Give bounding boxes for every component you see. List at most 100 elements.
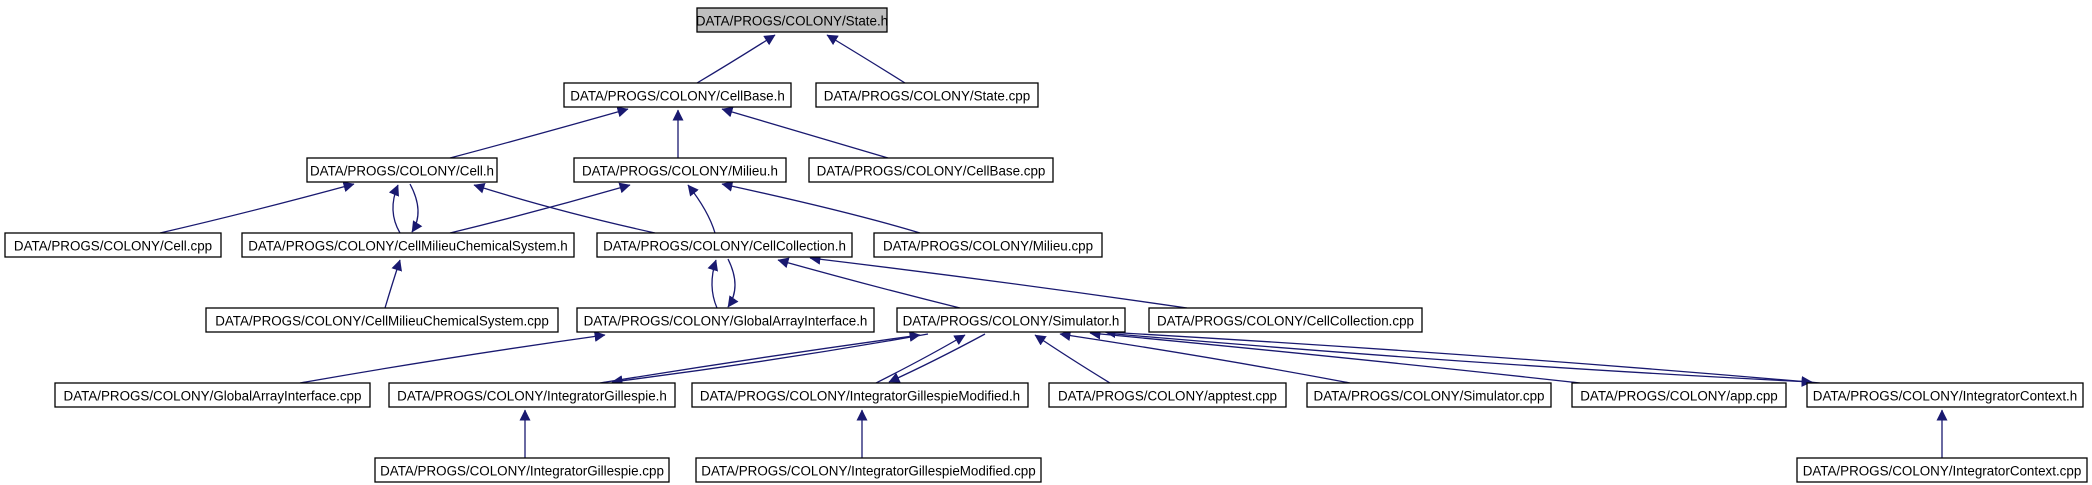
edge-simulator-h-to-ic-h [1114,333,1813,387]
edge-cellcollection-h-to-milieu-h [687,184,716,234]
node-box[interactable] [54,382,371,408]
edge-state-cpp-to-state-h [826,34,906,84]
node-box[interactable] [1306,382,1552,408]
node-box[interactable] [205,307,559,333]
node-box[interactable] [4,232,222,258]
node-label: DATA/PROGS/COLONY/State.h [696,14,888,29]
node-box[interactable] [573,157,787,183]
node-box[interactable] [576,307,875,333]
node-cell-h[interactable]: DATA/PROGS/COLONY/Cell.h [306,157,498,183]
node-box[interactable] [241,232,575,258]
edge-simulator-h-to-igm-h [888,333,986,383]
edges-layer [159,34,1948,459]
edge-gai-cpp-to-gai-h [299,330,606,384]
edge-app-cpp-to-simulator-h [1089,328,1581,384]
node-label: DATA/PROGS/COLONY/Simulator.h [903,314,1120,329]
edge-cell-h-to-cellbase-h [449,106,629,159]
node-gai-cpp[interactable]: DATA/PROGS/COLONY/GlobalArrayInterface.c… [54,382,371,408]
node-cellcollection-h[interactable]: DATA/PROGS/COLONY/CellCollection.h [596,232,853,258]
edge-ic-h-to-simulator-h [1104,327,1821,384]
edge-cellcollection-h-to-cell-h [473,182,656,234]
node-ig-cpp[interactable]: DATA/PROGS/COLONY/IntegratorGillespie.cp… [374,457,670,483]
node-cell-cpp[interactable]: DATA/PROGS/COLONY/Cell.cpp [4,232,222,258]
node-box[interactable] [873,232,1103,258]
edge-cell-h-to-cmcs-h [409,183,423,233]
nodes-layer: DATA/PROGS/COLONY/State.hDATA/PROGS/COLO… [4,7,2088,483]
node-label: DATA/PROGS/COLONY/CellCollection.cpp [1157,314,1414,329]
node-box[interactable] [808,157,1054,183]
node-label: DATA/PROGS/COLONY/IntegratorGillespie.h [397,389,667,404]
node-cmcs-h[interactable]: DATA/PROGS/COLONY/CellMilieuChemicalSyst… [241,232,575,258]
node-simulator-cpp[interactable]: DATA/PROGS/COLONY/Simulator.cpp [1306,382,1552,408]
node-box[interactable] [696,7,888,33]
node-label: DATA/PROGS/COLONY/CellMilieuChemicalSyst… [248,239,567,254]
node-state-cpp[interactable]: DATA/PROGS/COLONY/State.cpp [815,82,1039,108]
node-cellbase-h[interactable]: DATA/PROGS/COLONY/CellBase.h [563,82,792,108]
node-milieu-h[interactable]: DATA/PROGS/COLONY/Milieu.h [573,157,787,183]
edge-simulator-cpp-to-simulator-h [1059,330,1351,384]
node-label: DATA/PROGS/COLONY/CellMilieuChemicalSyst… [215,314,549,329]
node-label: DATA/PROGS/COLONY/app.cpp [1580,389,1777,404]
node-box[interactable] [1806,382,2084,408]
edge-simulator-h-to-ig-h [611,333,929,387]
node-label: DATA/PROGS/COLONY/apptest.cpp [1058,389,1277,404]
node-box[interactable] [388,382,676,408]
node-label: DATA/PROGS/COLONY/Cell.cpp [14,239,212,254]
node-label: DATA/PROGS/COLONY/IntegratorContext.cpp [1803,464,2082,479]
node-box[interactable] [1148,307,1423,333]
node-ic-cpp[interactable]: DATA/PROGS/COLONY/IntegratorContext.cpp [1796,457,2088,483]
edge-cellcollection-cpp-to-cellcollection-h [809,253,1188,309]
node-label: DATA/PROGS/COLONY/Milieu.h [582,164,778,179]
edge-cmcs-h-to-cell-h [388,184,401,234]
node-cellcollection-cpp[interactable]: DATA/PROGS/COLONY/CellCollection.cpp [1148,307,1423,333]
edge-cmcs-h-to-milieu-h [449,182,631,234]
node-label: DATA/PROGS/COLONY/Simulator.cpp [1314,389,1545,404]
edge-ig-h-to-simulator-h [599,330,921,384]
node-box[interactable] [691,382,1029,408]
node-box[interactable] [896,307,1126,333]
edge-cellbase-h-to-state-h [696,34,776,84]
edge-cellbase-cpp-to-cellbase-h [721,106,889,159]
node-ig-h[interactable]: DATA/PROGS/COLONY/IntegratorGillespie.h [388,382,676,408]
node-label: DATA/PROGS/COLONY/IntegratorGillespieMod… [701,464,1035,479]
node-apptest-cpp[interactable]: DATA/PROGS/COLONY/apptest.cpp [1048,382,1287,408]
node-box[interactable] [815,82,1039,108]
node-box[interactable] [306,157,498,183]
node-label: DATA/PROGS/COLONY/IntegratorGillespie.cp… [380,464,664,479]
node-milieu-cpp[interactable]: DATA/PROGS/COLONY/Milieu.cpp [873,232,1103,258]
node-label: DATA/PROGS/COLONY/GlobalArrayInterface.h [584,314,868,329]
edge-cellcollection-h-to-gai-h [727,258,739,308]
node-box[interactable] [1796,457,2088,483]
node-cellbase-cpp[interactable]: DATA/PROGS/COLONY/CellBase.cpp [808,157,1054,183]
node-label: DATA/PROGS/COLONY/CellCollection.h [603,239,846,254]
node-box[interactable] [695,457,1042,483]
node-label: DATA/PROGS/COLONY/Cell.h [310,164,494,179]
node-label: DATA/PROGS/COLONY/State.cpp [824,89,1030,104]
node-label: DATA/PROGS/COLONY/CellBase.cpp [817,164,1046,179]
node-cmcs-cpp[interactable]: DATA/PROGS/COLONY/CellMilieuChemicalSyst… [205,307,559,333]
node-label: DATA/PROGS/COLONY/CellBase.h [570,89,785,104]
node-label: DATA/PROGS/COLONY/GlobalArrayInterface.c… [64,389,362,404]
edge-apptest-cpp-to-simulator-h [1034,334,1111,384]
node-box[interactable] [1571,382,1787,408]
node-box[interactable] [596,232,853,258]
node-igm-cpp[interactable]: DATA/PROGS/COLONY/IntegratorGillespieMod… [695,457,1042,483]
edge-gai-h-to-cellcollection-h [707,259,718,309]
edge-milieu-cpp-to-milieu-h [721,180,921,234]
node-box[interactable] [563,82,792,108]
edge-cmcs-cpp-to-cmcs-h [384,259,402,309]
node-app-cpp[interactable]: DATA/PROGS/COLONY/app.cpp [1571,382,1787,408]
node-label: DATA/PROGS/COLONY/IntegratorContext.h [1813,389,2077,404]
node-box[interactable] [374,457,670,483]
node-box[interactable] [1048,382,1287,408]
edge-igm-h-to-simulator-h [875,334,966,384]
node-igm-h[interactable]: DATA/PROGS/COLONY/IntegratorGillespieMod… [691,382,1029,408]
edge-simulator-h-to-cellcollection-h [777,257,961,309]
node-simulator-h[interactable]: DATA/PROGS/COLONY/Simulator.h [896,307,1126,333]
node-gai-h[interactable]: DATA/PROGS/COLONY/GlobalArrayInterface.h [576,307,875,333]
node-label: DATA/PROGS/COLONY/IntegratorGillespieMod… [700,389,1020,404]
node-label: DATA/PROGS/COLONY/Milieu.cpp [883,239,1093,254]
node-ic-h[interactable]: DATA/PROGS/COLONY/IntegratorContext.h [1806,382,2084,408]
node-state-h[interactable]: DATA/PROGS/COLONY/State.h [696,7,888,33]
